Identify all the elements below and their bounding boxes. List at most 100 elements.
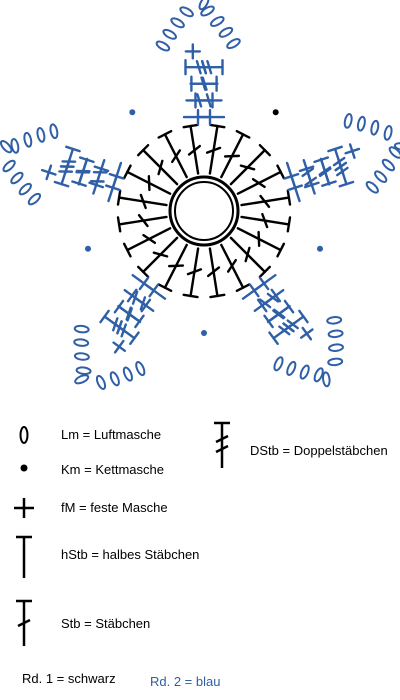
- round-2-chain-stitch: [370, 119, 380, 136]
- legend-single-crochet: fM = feste Masche: [61, 500, 168, 515]
- round-1-stitches: [116, 123, 292, 299]
- round-1-double-crochet: [206, 247, 226, 299]
- round-2-chain-stitch: [365, 181, 379, 194]
- double-crochet-icon: [16, 599, 32, 646]
- round-2-chain-stitch: [162, 28, 177, 40]
- round-2-chain-stitch: [343, 113, 353, 129]
- round-2-chain-stitch: [109, 371, 120, 387]
- round-2-chain-stitch: [75, 366, 92, 375]
- round-2-chain-stitch: [2, 159, 16, 173]
- round-1-double-crochet: [240, 189, 292, 209]
- round-1-double-crochet: [116, 189, 168, 210]
- legend-double-crochet: Stb = Stäbchen: [61, 616, 151, 631]
- round-2-slip-stitch: [272, 109, 279, 116]
- round-2-chain-stitch: [27, 192, 42, 206]
- treble-crochet-icon: [214, 421, 230, 468]
- round-2-chain-stitch: [393, 142, 400, 152]
- round-1-double-crochet: [182, 123, 202, 175]
- round-2-chain-stitch: [95, 374, 107, 390]
- round-1-double-crochet: [236, 227, 286, 258]
- legend-half-double-crochet: hStb = halbes Stäbchen: [61, 547, 200, 562]
- round-2-chain-stitch: [135, 361, 146, 377]
- round-2-slip-stitch: [201, 330, 207, 336]
- round-1-double-crochet: [220, 243, 251, 293]
- round-2-chain-stitch: [23, 131, 33, 148]
- round-2-chain-stitch: [200, 5, 215, 17]
- round-2-stitch: [253, 288, 282, 312]
- round-2-stitch: [184, 58, 213, 76]
- round-2-slip-stitch: [129, 109, 136, 116]
- round-1-double-crochet: [157, 129, 188, 179]
- round-1-double-crochet: [205, 123, 226, 175]
- round-2-stitch: [190, 75, 219, 92]
- round-2-chain-stitch: [73, 352, 90, 361]
- round-2-chain-stitch: [327, 357, 344, 367]
- round-2-chain-stitch: [328, 343, 344, 352]
- round-2-slip-stitch: [317, 245, 323, 252]
- round-2-stitch: [117, 304, 145, 329]
- magic-ring: [168, 175, 240, 247]
- round-2-label: Rd. 2 = blau: [150, 674, 221, 689]
- legend-chain-stitch: Lm = Luftmasche: [61, 427, 162, 442]
- round-2-stitch: [71, 157, 91, 187]
- round-2-chain-stitch: [326, 316, 343, 325]
- round-2-stitch: [196, 108, 226, 126]
- round-2-stitch: [266, 299, 295, 324]
- round-2-chain-stitch: [10, 171, 24, 185]
- round-2-chain-stitch: [286, 360, 297, 376]
- round-2-chain-stitch: [170, 17, 185, 29]
- round-2-chain-stitch: [0, 140, 13, 154]
- round-2-chain-stitch: [226, 38, 241, 50]
- round-2-chain-stitch: [218, 26, 234, 38]
- round-2-chain-stitch: [74, 374, 90, 385]
- round-2-stitch: [241, 276, 270, 300]
- round-2-stitch: [112, 320, 140, 346]
- crochet-star-diagram: [0, 0, 400, 390]
- round-1-label: Rd. 1 = schwarz: [22, 671, 116, 686]
- round-2-stitch: [105, 161, 123, 192]
- round-2-single-crochet: [40, 164, 57, 181]
- round-1-double-crochet: [182, 247, 203, 299]
- round-2-chain-stitch: [322, 371, 331, 388]
- round-2-single-crochet: [112, 339, 127, 354]
- round-2-chain-stitch: [383, 125, 393, 141]
- round-1-double-crochet: [229, 236, 271, 278]
- round-2-stitch: [327, 145, 348, 175]
- round-2-chain-stitch: [210, 16, 225, 27]
- round-1-double-crochet: [122, 227, 172, 258]
- round-2-chain-stitch: [356, 115, 366, 132]
- round-1-double-crochet: [122, 164, 172, 195]
- legend-treble-crochet: DStb = Doppelstäbchen: [250, 443, 388, 458]
- round-2-chain-stitch: [273, 356, 284, 372]
- round-2-stitch: [53, 158, 75, 188]
- round-2-chain-stitch: [155, 40, 171, 52]
- round-2-chain-stitch: [299, 364, 310, 380]
- round-2-chain-stitch: [179, 6, 194, 18]
- round-2-stitches: [0, 0, 400, 390]
- round-2-stitch: [313, 156, 332, 186]
- round-1-double-crochet: [240, 212, 292, 233]
- chain-stitch-icon: [19, 426, 29, 444]
- round-2-single-crochet: [184, 43, 202, 60]
- round-2-chain-stitch: [73, 324, 90, 334]
- round-1-double-crochet: [229, 144, 271, 186]
- round-2-chain-stitch: [36, 127, 46, 143]
- round-1-double-crochet: [137, 144, 179, 186]
- legend-slip-stitch: Km = Kettmasche: [61, 462, 164, 477]
- round-2-stitch: [131, 274, 160, 298]
- round-1-double-crochet: [157, 243, 188, 293]
- round-2-chain-stitch: [381, 158, 396, 172]
- round-2-chain-stitch: [388, 146, 400, 159]
- round-2-chain-stitch: [10, 138, 20, 154]
- round-2-stitch: [88, 158, 108, 189]
- round-2-chain-stitch: [18, 182, 32, 196]
- round-1-double-crochet: [220, 129, 251, 179]
- round-2-stitch: [283, 172, 301, 203]
- round-2-slip-stitch: [85, 245, 91, 252]
- round-1-double-crochet: [236, 164, 286, 195]
- round-2-chain-stitch: [313, 367, 324, 383]
- round-2-single-crochet: [344, 143, 361, 159]
- round-2-chain-stitch: [374, 170, 388, 183]
- round-2-stitch: [123, 289, 152, 313]
- round-2-single-crochet: [299, 326, 314, 341]
